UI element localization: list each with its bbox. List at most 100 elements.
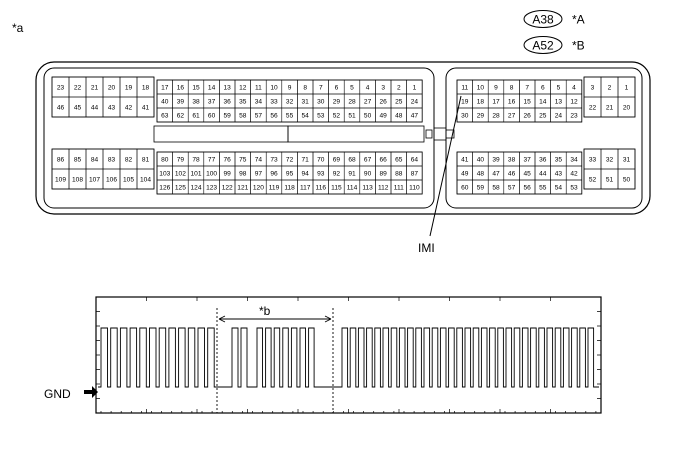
pin-number: 40 xyxy=(161,98,169,105)
pin-number: 31 xyxy=(623,156,631,163)
pin-number: 19 xyxy=(461,98,469,105)
pin-cell xyxy=(565,107,583,123)
scope-border xyxy=(95,296,602,414)
pin-number: 81 xyxy=(142,156,150,163)
pin-number: 11 xyxy=(255,84,262,91)
pin-number: 23 xyxy=(570,112,578,119)
pin-number: 1 xyxy=(625,84,629,91)
pin-number: 39 xyxy=(177,98,185,105)
pin-number: 79 xyxy=(177,156,185,163)
pin-number: 29 xyxy=(333,98,341,105)
pin-number: 12 xyxy=(239,84,247,91)
pin-number: 42 xyxy=(125,104,133,111)
pin-number: 86 xyxy=(57,156,65,163)
pin-number: 5 xyxy=(350,84,354,91)
pin-number: 65 xyxy=(395,156,403,163)
pin-number: 29 xyxy=(477,112,485,119)
pin-number: 17 xyxy=(492,98,500,105)
pin-number: 77 xyxy=(208,156,216,163)
oscilloscope-frame xyxy=(95,296,602,414)
pin-number: 5 xyxy=(557,84,561,91)
pin-number: 89 xyxy=(380,170,388,177)
pin-number: 110 xyxy=(409,184,420,191)
pin-number: 53 xyxy=(317,112,325,119)
connector-a38-name: A38 xyxy=(532,13,554,27)
connector-a52-ellipse xyxy=(523,36,563,54)
pin-cell xyxy=(406,107,423,123)
pin-number: 17 xyxy=(161,84,169,91)
pin-number: 12 xyxy=(570,98,578,105)
pin-number: 62 xyxy=(177,112,185,119)
pin-number: 113 xyxy=(362,184,373,191)
interval-marker: *b xyxy=(216,304,334,413)
pin-cell xyxy=(136,96,155,118)
pin-number: 121 xyxy=(237,184,248,191)
pin-number: 80 xyxy=(161,156,169,163)
pin-number: 106 xyxy=(106,176,117,183)
pin-number: 119 xyxy=(269,184,280,191)
pin-number: 112 xyxy=(378,184,389,191)
pin-number: 50 xyxy=(364,112,372,119)
pin-number: 85 xyxy=(74,156,82,163)
pin-number: 24 xyxy=(555,112,563,119)
pin-number: 45 xyxy=(524,170,532,177)
pin-number: 52 xyxy=(589,176,597,183)
pin-number: 75 xyxy=(239,156,247,163)
pin-number: 43 xyxy=(108,104,116,111)
pin-number: 31 xyxy=(302,98,310,105)
pin-number: 96 xyxy=(270,170,278,177)
pin-number: 48 xyxy=(477,170,485,177)
pin-number: 26 xyxy=(380,98,388,105)
pin-number: 93 xyxy=(317,170,325,177)
pin-number: 28 xyxy=(348,98,356,105)
pin-number: 44 xyxy=(91,104,99,111)
pin-number: 27 xyxy=(508,112,516,119)
imi-signal-waveform xyxy=(98,327,599,388)
interval-arrowheads xyxy=(218,315,332,323)
pin-number: 47 xyxy=(411,112,419,119)
pin-number: 34 xyxy=(570,156,578,163)
pin-number: 4 xyxy=(366,84,370,91)
pin-number: 97 xyxy=(255,170,263,177)
pin-number: 20 xyxy=(623,104,631,111)
pin-number: 45 xyxy=(74,104,82,111)
pin-number: 64 xyxy=(411,156,419,163)
pin-number: 41 xyxy=(461,156,469,163)
pin-number: 34 xyxy=(255,98,263,105)
pin-number: 15 xyxy=(524,98,532,105)
pin-number: 7 xyxy=(319,84,323,91)
pin-number: 33 xyxy=(589,156,597,163)
pin-number: 101 xyxy=(190,170,201,177)
pin-number: 100 xyxy=(206,170,217,177)
pin-number: 36 xyxy=(539,156,547,163)
pin-number: 46 xyxy=(508,170,516,177)
pin-number: 66 xyxy=(380,156,388,163)
pin-number: 13 xyxy=(224,84,232,91)
pin-number: 91 xyxy=(348,170,356,177)
pin-number: 58 xyxy=(492,184,500,191)
pin-number: 9 xyxy=(494,84,498,91)
pin-number: 48 xyxy=(395,112,403,119)
gnd-arrow-icon xyxy=(84,386,98,398)
pin-number: 84 xyxy=(91,156,99,163)
pin-number: 82 xyxy=(125,156,133,163)
pin-number: 76 xyxy=(224,156,232,163)
pin-number: 39 xyxy=(492,156,500,163)
pin-number: 25 xyxy=(395,98,403,105)
connector-a38-tag: *A xyxy=(572,13,585,27)
pin-number: 56 xyxy=(270,112,278,119)
pin-number: 47 xyxy=(492,170,500,177)
pin-cell xyxy=(617,96,636,118)
pin-number: 30 xyxy=(461,112,469,119)
pin-number: 36 xyxy=(224,98,232,105)
pin-number: 68 xyxy=(348,156,356,163)
pin-number: 35 xyxy=(555,156,563,163)
pin-number: 55 xyxy=(539,184,547,191)
pin-number: 28 xyxy=(492,112,500,119)
pin-number: 6 xyxy=(541,84,545,91)
pin-number: 30 xyxy=(317,98,325,105)
pin-number: 53 xyxy=(570,184,578,191)
pin-number: 87 xyxy=(411,170,419,177)
pin-number: 72 xyxy=(286,156,294,163)
